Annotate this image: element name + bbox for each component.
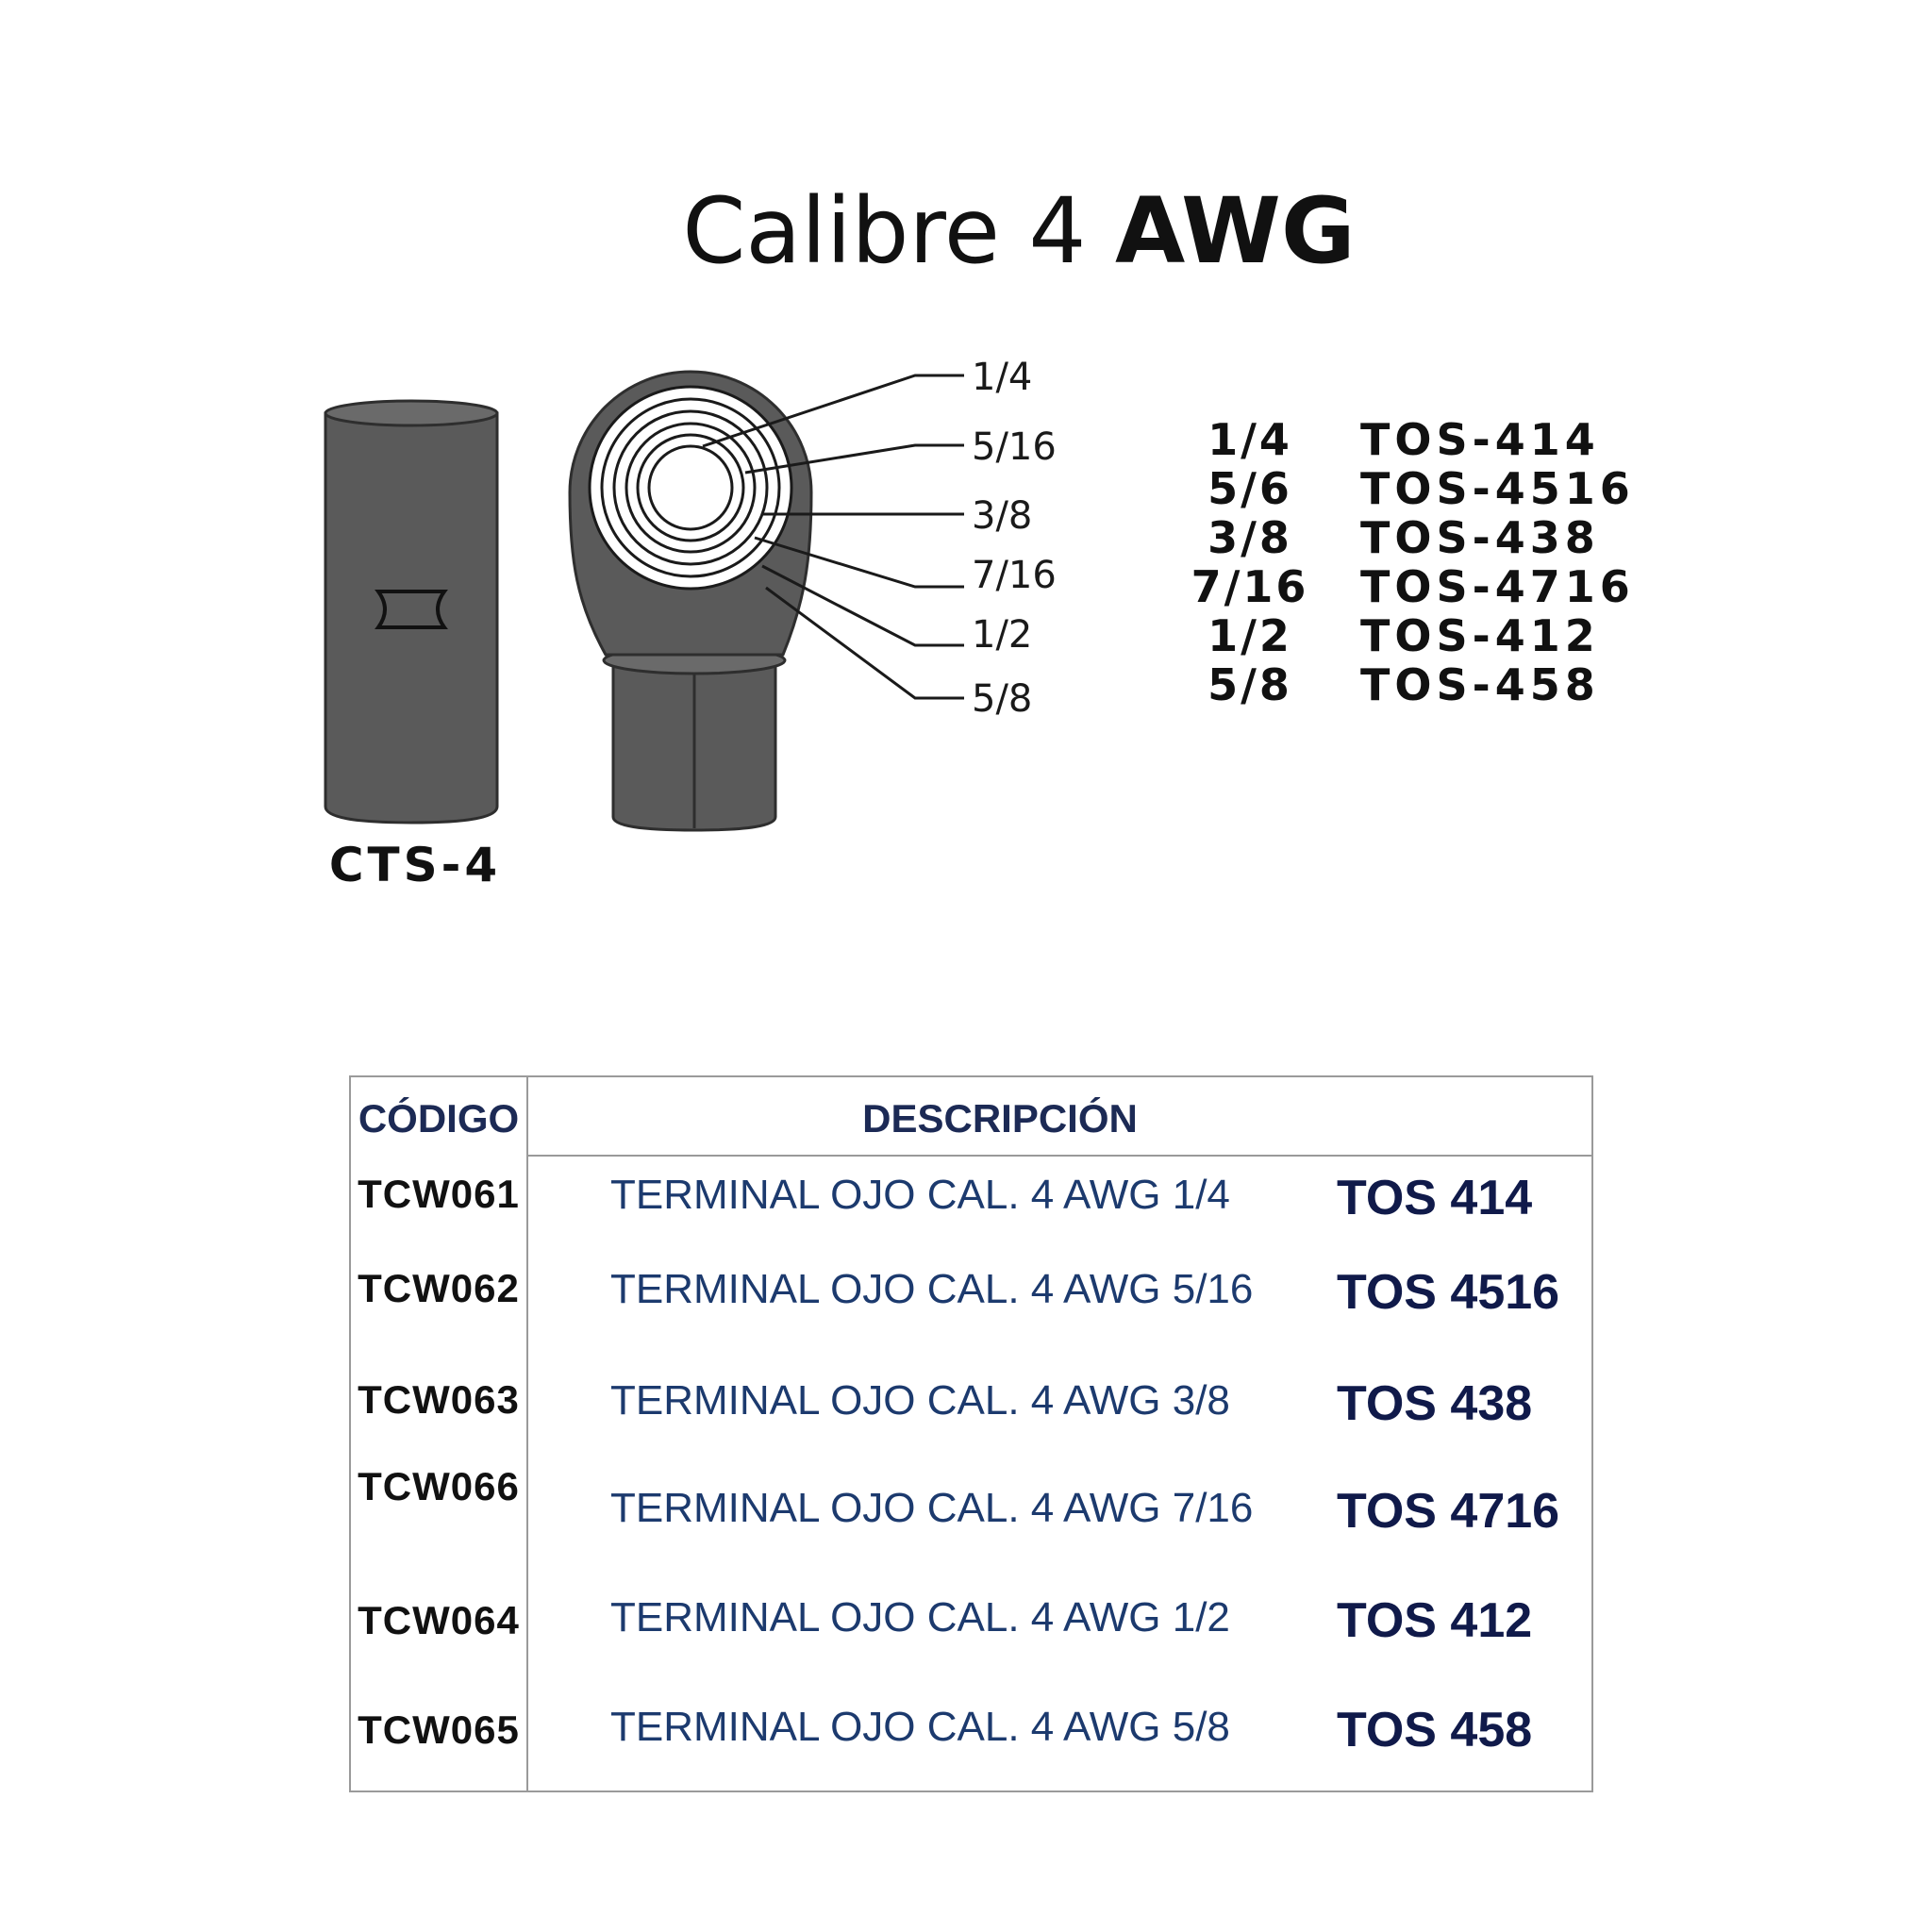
row-ref: TOS 438 [1337, 1376, 1533, 1431]
header-description: DESCRIPCIÓN [862, 1096, 1138, 1141]
title-unit: AWG [1115, 178, 1356, 284]
ref-size: 3/8 [1208, 512, 1292, 563]
row-ref: TOS 414 [1337, 1171, 1533, 1225]
ring-1-2 [600, 397, 781, 578]
ref-code: TOS-414 [1360, 414, 1600, 465]
ref-code: TOS-458 [1360, 659, 1600, 710]
ring-5-8 [588, 385, 793, 591]
row-ref: TOS 412 [1337, 1593, 1533, 1648]
row-description: TERMINAL OJO CAL. 4 AWG 1/2 [610, 1594, 1230, 1641]
ring-label-5-8: 5/8 [972, 677, 1033, 721]
splice-label: CTS-4 [328, 838, 502, 892]
table-row: TCW066 TERMINAL OJO CAL. 4 AWG 7/16 TOS … [351, 1464, 1591, 1541]
row-description: TERMINAL OJO CAL. 4 AWG 7/16 [610, 1485, 1254, 1531]
row-code: TCW064 [358, 1598, 520, 1642]
row-ref: TOS 4716 [1337, 1484, 1560, 1539]
page-title: Calibre 4 AWG [0, 179, 1932, 283]
ref-code: TOS-4716 [1360, 561, 1635, 612]
ring-7-16 [612, 409, 769, 566]
ref-code: TOS-438 [1360, 512, 1600, 563]
row-description: TERMINAL OJO CAL. 4 AWG 5/8 [610, 1704, 1230, 1750]
table-row: TCW063 TERMINAL OJO CAL. 4 AWG 3/8 TOS 4… [351, 1377, 1591, 1434]
table-row: TCW062 TERMINAL OJO CAL. 4 AWG 5/16 TOS … [351, 1266, 1591, 1323]
ring-label-5-16: 5/16 [972, 425, 1057, 469]
row-code: TCW062 [358, 1266, 520, 1310]
row-description: TERMINAL OJO CAL. 4 AWG 5/16 [610, 1266, 1254, 1312]
ring-label-1-4: 1/4 [972, 356, 1033, 399]
row-description: TERMINAL OJO CAL. 4 AWG 1/4 [610, 1172, 1230, 1218]
row-ref: TOS 4516 [1337, 1265, 1560, 1320]
row-code: TCW061 [358, 1172, 520, 1216]
ring-1-4 [647, 444, 734, 531]
title-text: Calibre 4 [682, 178, 1087, 284]
header-code: CÓDIGO [358, 1096, 520, 1141]
ref-size: 1/4 [1208, 414, 1292, 465]
ring-label-3-8: 3/8 [972, 494, 1033, 538]
row-description: TERMINAL OJO CAL. 4 AWG 3/8 [610, 1377, 1230, 1424]
ring-terminal-icon [568, 370, 813, 832]
header-divider [526, 1155, 1591, 1157]
ring-5-16 [636, 433, 745, 542]
ref-code: TOS-4516 [1360, 463, 1635, 514]
ref-size: 5/6 [1208, 463, 1292, 514]
inspection-window-icon [375, 590, 448, 629]
table-row: TCW064 TERMINAL OJO CAL. 4 AWG 1/2 TOS 4… [351, 1594, 1591, 1651]
splice-barrel-icon [324, 399, 499, 824]
ring-3-8 [625, 422, 757, 554]
ring-label-1-2: 1/2 [972, 613, 1033, 657]
ref-size: 5/8 [1208, 659, 1292, 710]
row-code: TCW065 [358, 1707, 520, 1752]
row-code: TCW066 [358, 1464, 520, 1508]
ref-code: TOS-412 [1360, 610, 1600, 661]
ref-size: 7/16 [1191, 561, 1309, 612]
product-table: CÓDIGO DESCRIPCIÓN TCW061 TERMINAL OJO C… [349, 1075, 1593, 1792]
column-divider [526, 1077, 528, 1790]
ref-size: 1/2 [1208, 610, 1292, 661]
ring-label-7-16: 7/16 [972, 554, 1057, 597]
leader-lines [702, 374, 964, 700]
table-row: TCW061 TERMINAL OJO CAL. 4 AWG 1/4 TOS 4… [351, 1172, 1591, 1228]
row-code: TCW063 [358, 1377, 520, 1422]
table-row: TCW065 TERMINAL OJO CAL. 4 AWG 5/8 TOS 4… [351, 1704, 1591, 1760]
row-ref: TOS 458 [1337, 1703, 1533, 1757]
